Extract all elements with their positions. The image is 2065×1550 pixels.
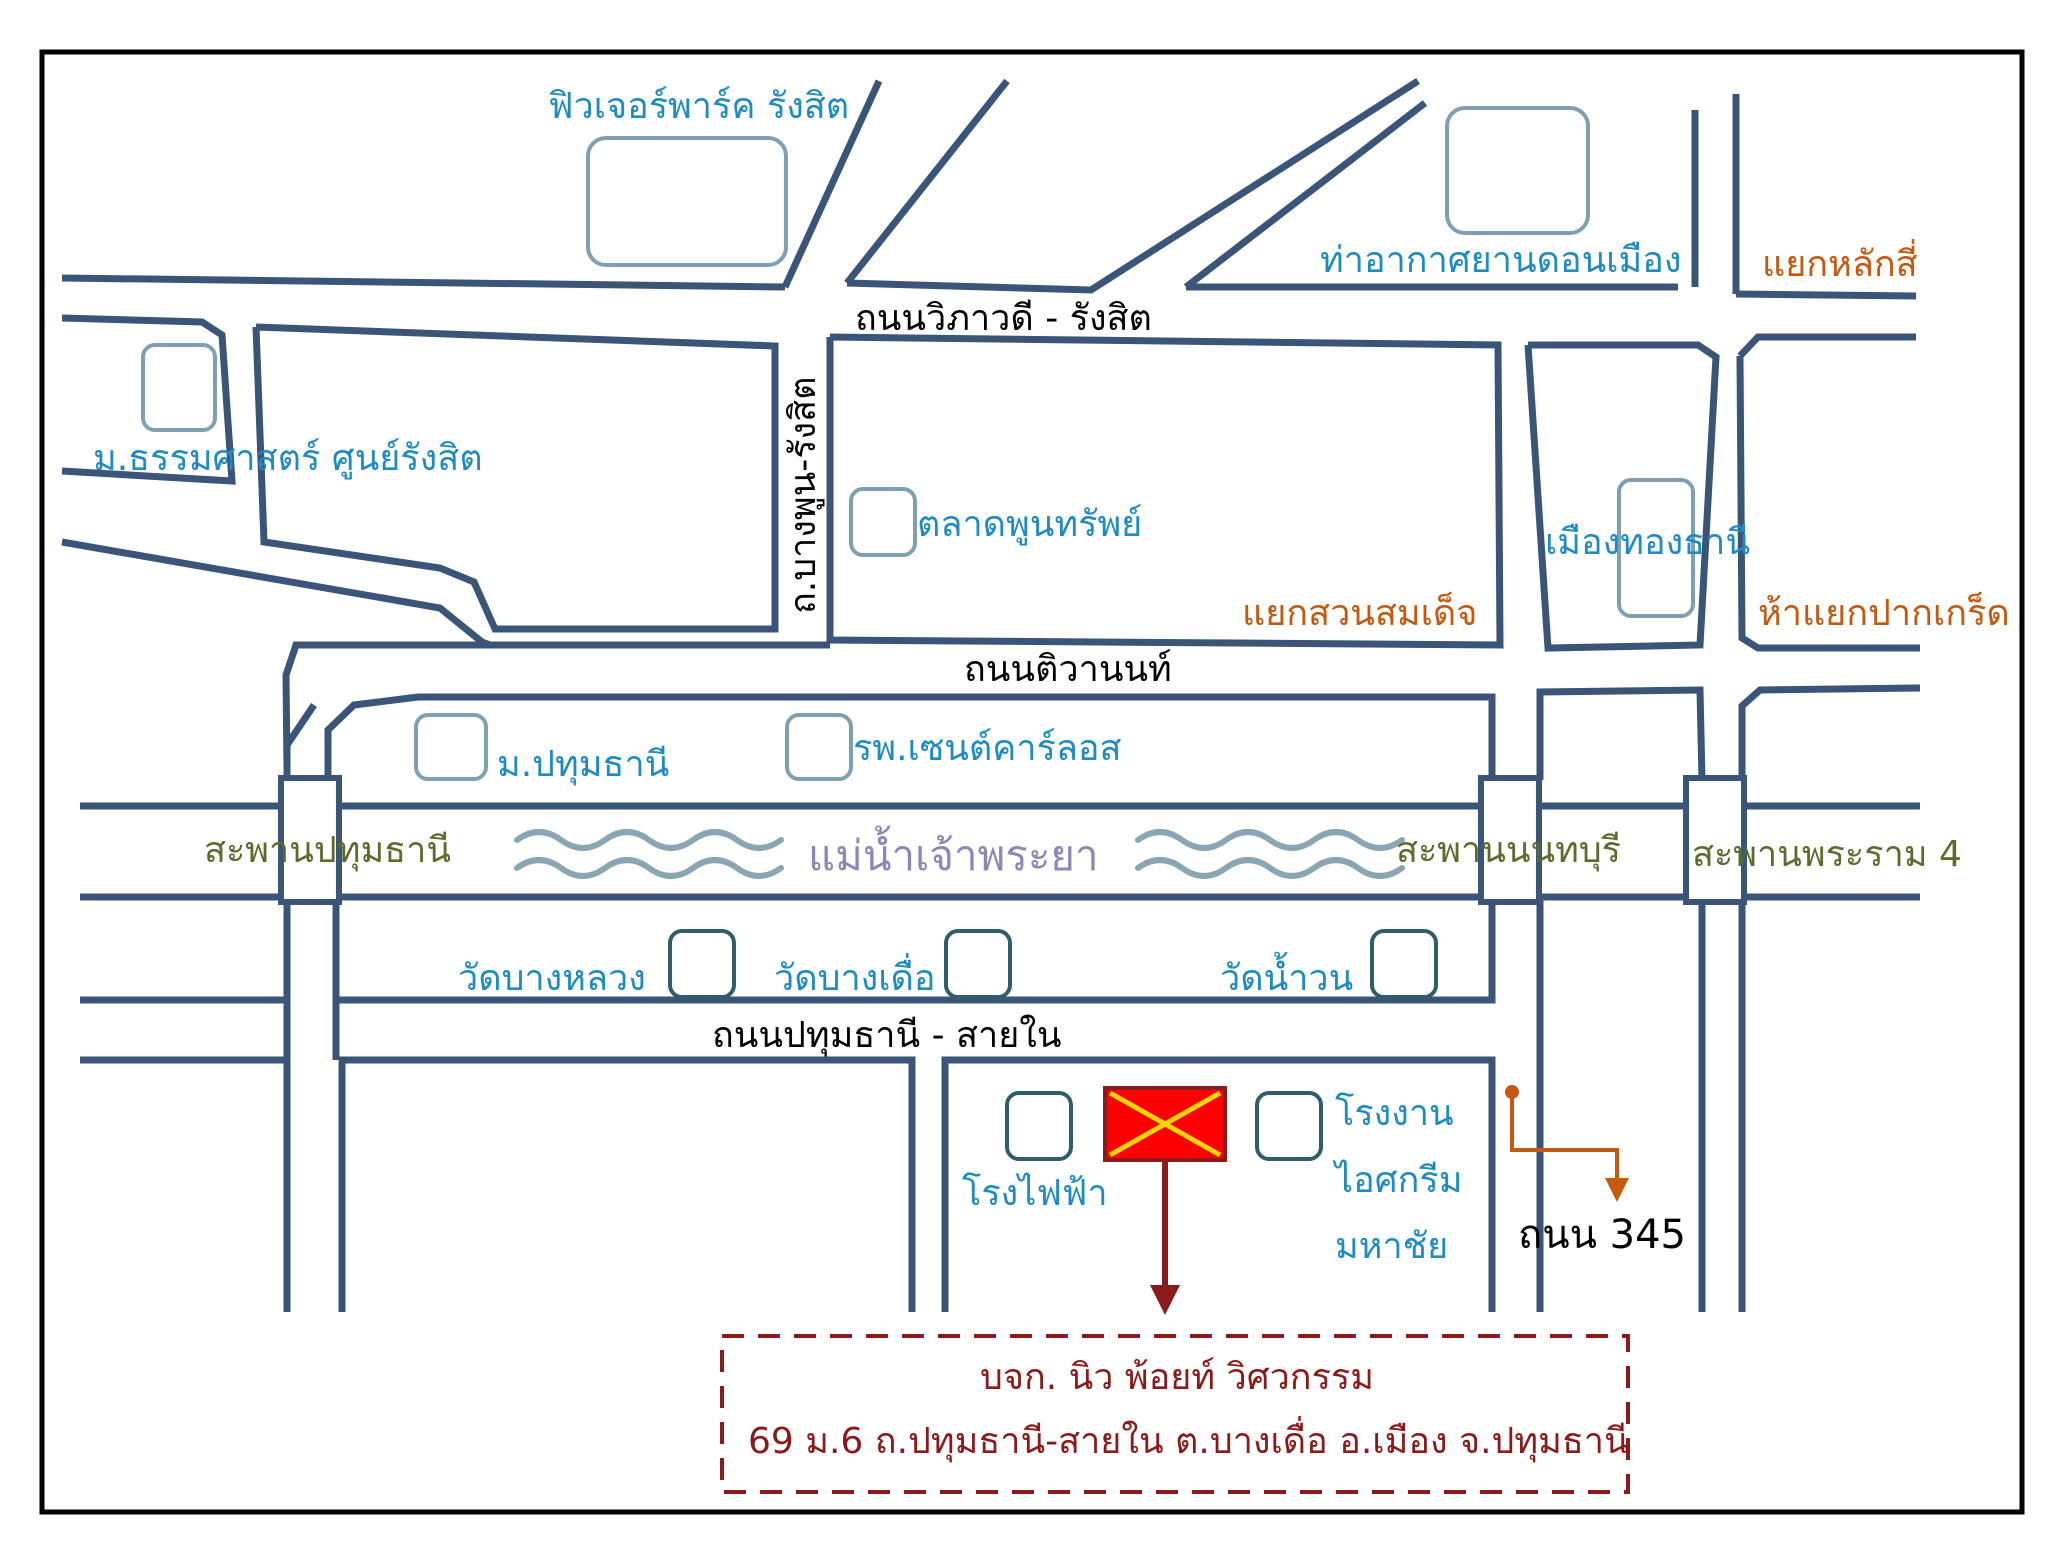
power-plant-marker <box>1005 1091 1073 1161</box>
ice-factory-label-line2: ไอศกรีม <box>1332 1159 1462 1201</box>
tiwanon-road-label: ถนนติวานนท์ <box>964 649 1172 690</box>
nonthaburi-bridge-label: สะพานนนทบุรี <box>1396 830 1621 872</box>
pathum-university-marker <box>414 713 488 781</box>
pathum-bridge-label: สะพานปทุมธานี <box>204 830 451 872</box>
st-carlos-hospital-marker <box>785 713 853 781</box>
power-plant-label: โรงไฟฟ้า <box>962 1172 1108 1214</box>
lak-si-label: แยกหลักสี่ <box>1762 239 1918 285</box>
wat-bang-duea-label: วัดบางเดื่อ <box>774 953 936 999</box>
wat-bang-duea-marker <box>944 929 1012 999</box>
rama4-bridge-label: สะพานพระราม 4 <box>1692 834 1962 875</box>
vibhavadi-road-label: ถนนวิภาวดี - รังสิต <box>855 298 1152 339</box>
wat-bang-luang-marker <box>668 929 736 999</box>
road-345-pointer-icon <box>1505 1085 1629 1202</box>
muang-thong-marker <box>1617 478 1695 618</box>
road-network <box>61 78 1921 1312</box>
pak-kret-label: ห้าแยกปากเกร็ด <box>1758 590 2010 634</box>
future-park-marker <box>586 136 788 267</box>
wat-nam-won-label: วัดน้ำวน <box>1220 951 1353 999</box>
map-frame <box>39 49 2025 1515</box>
company-box <box>720 1334 1630 1494</box>
pathum-university-label: ม.ปทุมธานี <box>497 744 669 786</box>
st-carlos-label: รพ.เซนต์คาร์ลอส <box>853 728 1122 769</box>
rama4-bridge-icon <box>1683 775 1747 905</box>
ice-factory-label-line1: โรงงาน <box>1335 1092 1454 1134</box>
pathum-bridge-icon <box>278 775 342 905</box>
company-name: บจก. นิว พ้อยท์ วิศวกรรม <box>980 1357 1374 1398</box>
location-marker-icon <box>1103 1086 1227 1162</box>
suan-somdet-label: แยกสวนสมเด็จ <box>1242 590 1477 634</box>
ice-factory-label-line3: มหาชัย <box>1335 1226 1448 1267</box>
poonsap-market-marker <box>849 487 917 557</box>
thammasat-marker <box>141 343 217 432</box>
ice-cream-factory-marker <box>1255 1091 1323 1161</box>
river-wave-icon <box>514 829 1405 879</box>
thammasat-label: ม.ธรรมศาสตร์ ศูนย์รังสิต <box>93 438 483 480</box>
wat-nam-won-marker <box>1370 929 1438 999</box>
river-label: แม่น้ำเจ้าพระยา <box>808 825 1099 880</box>
muang-thong-label: เมืองทองธานี <box>1545 522 1750 563</box>
don-mueang-airport-marker <box>1445 106 1590 235</box>
don-mueang-label: ท่าอากาศยานดอนเมือง <box>1320 240 1681 281</box>
company-address: 69 ม.6 ถ.ปทุมธานี-สายใน ต.บางเดื่อ อ.เมื… <box>748 1416 1629 1463</box>
pathum-sainai-road-label: ถนนปทุมธานี - สายใน <box>712 1014 1061 1057</box>
future-park-label: ฟิวเจอร์พาร์ค รังสิต <box>548 86 849 127</box>
poonsap-market-label: ตลาดพูนทรัพย์ <box>917 504 1142 546</box>
road-345-label: ถนน 345 <box>1518 1212 1686 1258</box>
wat-bang-luang-label: วัดบางหลวง <box>458 958 646 999</box>
nonthaburi-bridge-icon <box>1478 775 1542 905</box>
bangphun-road-label: ถ.บางพูน-รังสิต <box>783 377 825 614</box>
